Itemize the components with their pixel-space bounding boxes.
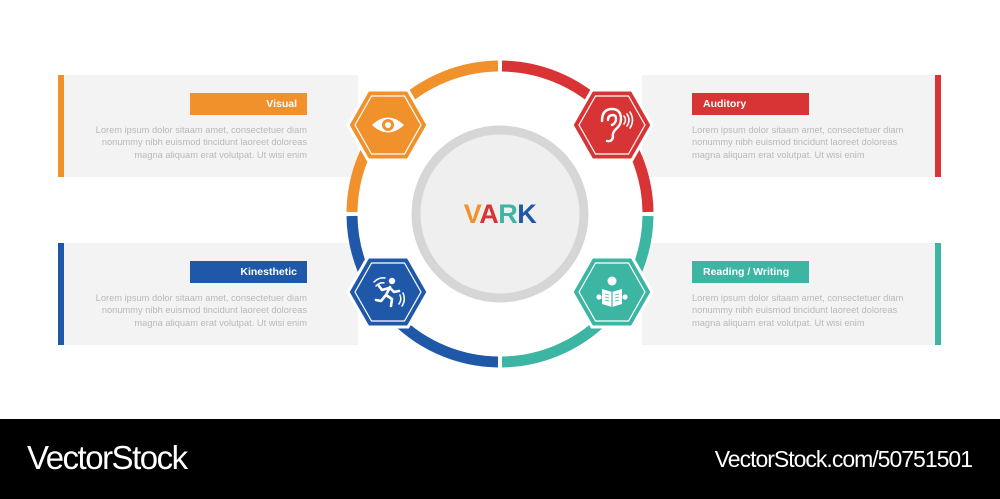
vark-letter-r: R	[498, 199, 518, 229]
visual-label: Visual	[190, 93, 307, 115]
auditory-description: Lorem ipsum dolor sitaam amet, consectet…	[692, 125, 904, 160]
vark-letter-v: V	[463, 199, 480, 229]
running-person-icon	[373, 277, 406, 308]
image-id-url: VectorStock.com/50751501	[714, 446, 973, 472]
watermark-footer: VectorStock VectorStock.com/50751501	[0, 419, 1000, 499]
visual-description: Lorem ipsum dolor sitaam amet, consectet…	[95, 125, 307, 160]
reading-writing-label: Reading / Writing	[692, 261, 809, 283]
center-circle	[411, 125, 589, 303]
kinesthetic-label: Kinesthetic	[190, 261, 307, 283]
visual-panel	[58, 75, 358, 177]
visual-hexagon	[346, 88, 430, 162]
brand-logo-text: VectorStock	[27, 439, 188, 476]
kinesthetic-accent-bar	[58, 243, 64, 345]
reading-accent-bar	[935, 243, 941, 345]
visual-accent-bar	[58, 75, 64, 177]
auditory-accent-bar	[935, 75, 941, 177]
vark-letter-a: A	[479, 199, 499, 229]
eye-icon	[372, 117, 404, 133]
vark-ring-diagram	[346, 60, 654, 368]
vark-title: VARK	[411, 195, 589, 233]
kinesthetic-panel	[58, 243, 358, 345]
auditory-hexagon	[570, 88, 654, 162]
kinesthetic-description: Lorem ipsum dolor sitaam amet, consectet…	[95, 293, 307, 328]
person-reading-book-icon	[596, 276, 628, 307]
reading-panel	[642, 243, 941, 345]
vark-letter-k: K	[517, 199, 537, 229]
kinesthetic-hexagon	[346, 255, 430, 329]
auditory-label: Auditory	[692, 93, 809, 115]
reading-writing-description: Lorem ipsum dolor sitaam amet, consectet…	[692, 293, 904, 328]
auditory-panel	[642, 75, 941, 177]
ear-icon	[600, 107, 634, 143]
reading-writing-hexagon	[570, 255, 654, 329]
